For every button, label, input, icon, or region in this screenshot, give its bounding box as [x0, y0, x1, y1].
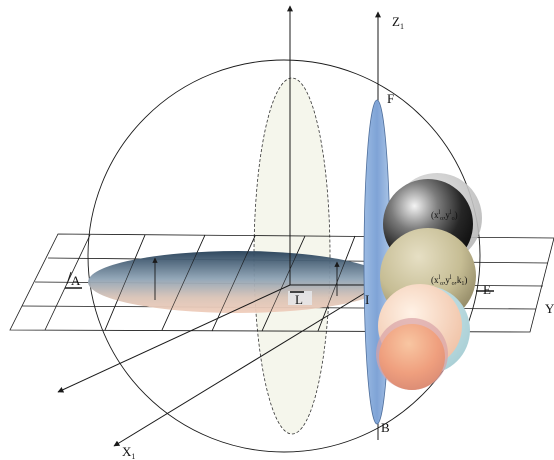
axis-to-lower-left — [57, 284, 291, 393]
label-f: F — [387, 91, 394, 106]
label-y: Y — [545, 301, 554, 316]
label-l: L — [295, 292, 303, 307]
outer-sphere-outline — [87, 59, 481, 453]
point-l-highlight — [288, 291, 312, 305]
label-x1: X1 — [122, 444, 135, 460]
x1-axis — [113, 284, 379, 447]
label-e: E — [483, 282, 491, 297]
grid-over-disk — [104, 234, 356, 332]
equatorial-disk — [88, 251, 388, 313]
orange-sphere — [379, 324, 445, 390]
label-a: A — [71, 273, 81, 288]
label-b: B — [381, 420, 390, 435]
tick-a-slant — [66, 271, 72, 285]
label-z1: Z1 — [392, 14, 404, 31]
middle-sphere-coordinate-label: (xlo,ylo,k1) — [431, 275, 467, 287]
label-i: I — [365, 292, 369, 307]
upper-sphere-coordinate-label: (xlo,ylo) — [431, 210, 458, 222]
